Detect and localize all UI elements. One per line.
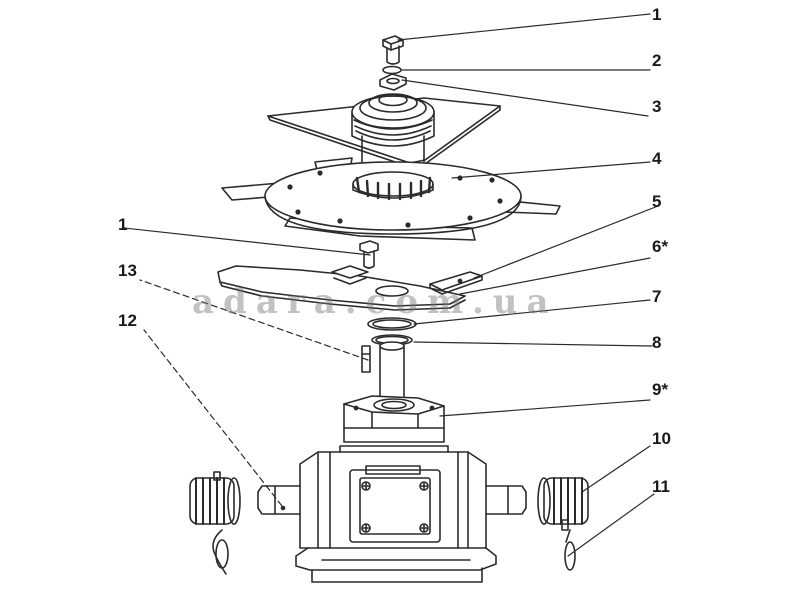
part-1-bolt-lower [359, 240, 379, 269]
callout-4: 4 [652, 149, 662, 168]
part-10-coupling-right [537, 477, 589, 531]
part-9-flange-housing [343, 395, 445, 443]
callout-12: 12 [118, 311, 137, 330]
callout-9: 9* [652, 380, 669, 399]
part-5-knife-holder [429, 271, 483, 295]
callout-6: 6* [652, 237, 669, 256]
part-11-spring-clip [564, 529, 576, 571]
callout-8: 8 [652, 333, 662, 352]
callout-10: 10 [652, 429, 671, 448]
callout-11: 11 [652, 477, 670, 496]
pulley-hub [351, 93, 435, 178]
output-shaft [379, 341, 405, 399]
gearbox-housing [295, 445, 497, 583]
callout-1: 1 [652, 5, 662, 24]
part-2-washer [382, 65, 402, 75]
watermark-text: adara.com.ua [192, 282, 558, 322]
right-input-shaft [485, 485, 527, 515]
callout-13: 13 [118, 261, 137, 280]
part-3-nut [379, 73, 407, 91]
callout-2: 2 [652, 51, 662, 70]
left-input-shaft [257, 485, 301, 515]
callout-1-lower: 1 [118, 215, 128, 234]
callout-5: 5 [652, 192, 662, 211]
part-4-cutter-disc [221, 157, 561, 241]
part-12-coupling-left [189, 471, 241, 575]
part-6-blade [217, 265, 466, 311]
callout-7: 7 [652, 287, 662, 306]
callout-3: 3 [652, 97, 662, 116]
leader-lines [123, 13, 659, 557]
